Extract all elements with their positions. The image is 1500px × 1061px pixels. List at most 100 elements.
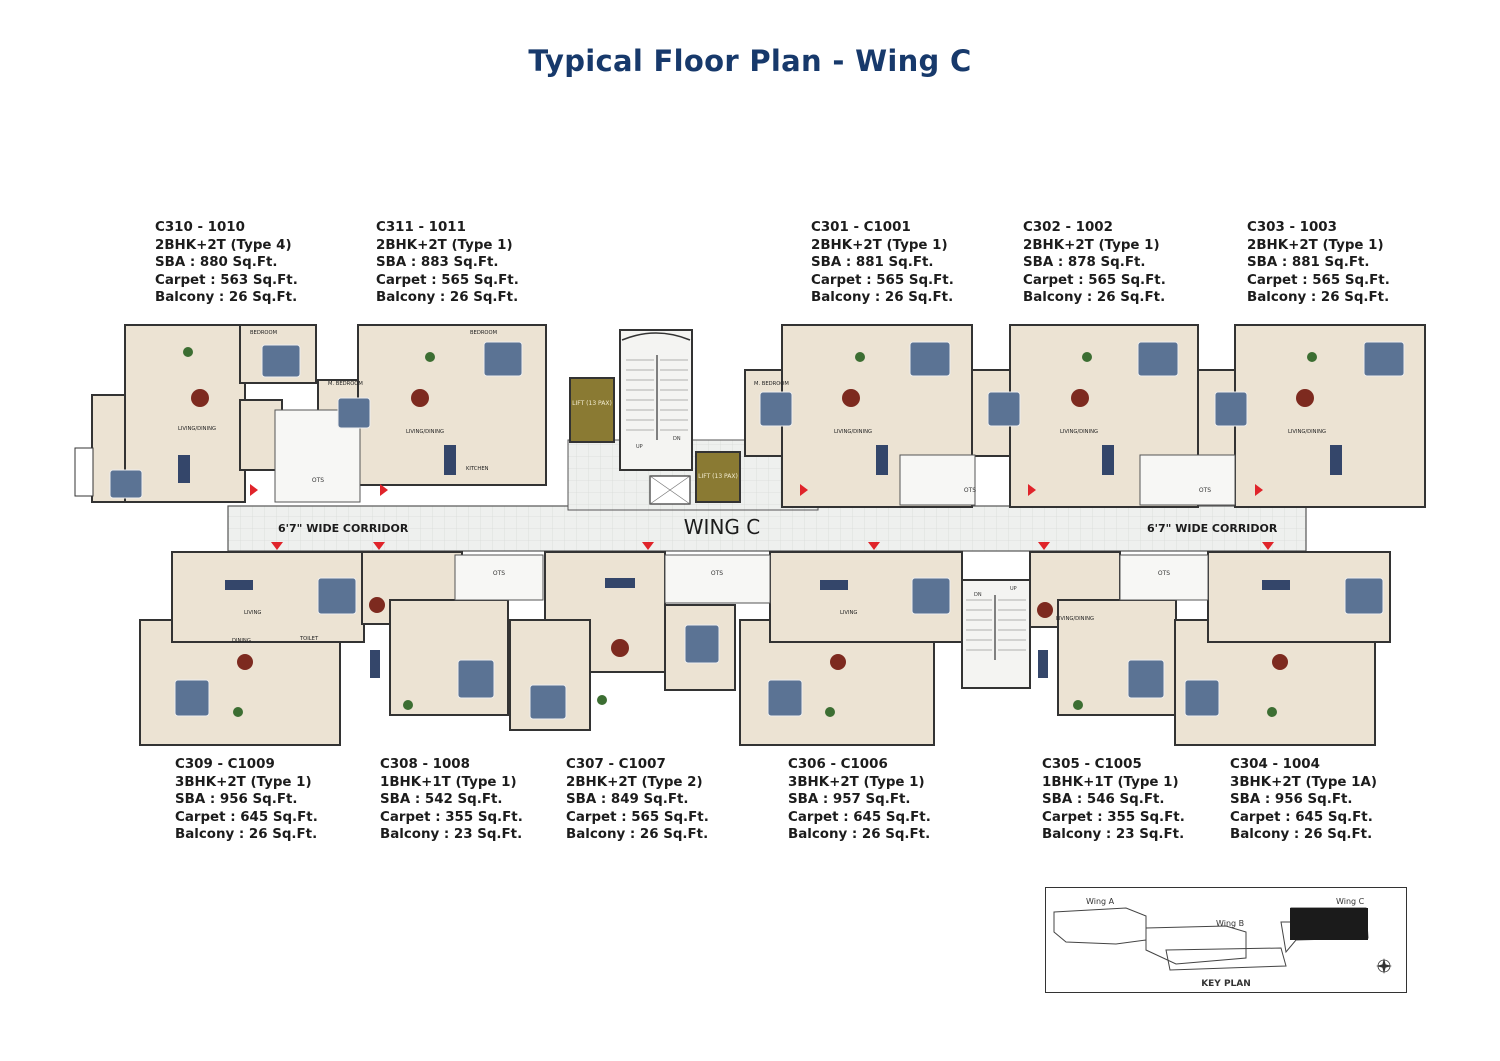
- unit-type: 3BHK+2T (Type 1): [788, 774, 925, 790]
- ots-label: OTS: [711, 570, 723, 577]
- unit-id: C311 - 1011: [376, 220, 466, 235]
- unit-sba: SBA : 878 Sq.Ft.: [1023, 255, 1146, 271]
- room-label: LIVING/DINING: [1060, 429, 1098, 435]
- unit-label-c304: C304 - 1004 3BHK+2T (Type 1A) SBA : 956 …: [1230, 756, 1377, 844]
- unit-label-c308: C308 - 1008 1BHK+1T (Type 1) SBA : 542 S…: [380, 756, 523, 844]
- corridor-label-left: 6'7" WIDE CORRIDOR: [278, 522, 409, 535]
- unit-id: C306 - C1006: [788, 757, 888, 772]
- unit-sba: SBA : 849 Sq.Ft.: [566, 792, 689, 808]
- unit-id: C308 - 1008: [380, 757, 470, 772]
- room-label: KITCHEN: [466, 466, 489, 472]
- unit-label-c309: C309 - C1009 3BHK+2T (Type 1) SBA : 956 …: [175, 756, 318, 844]
- unit-id: C304 - 1004: [1230, 757, 1320, 772]
- lift-2-label: LIFT (13 PAX): [698, 473, 738, 480]
- unit-sba: SBA : 546 Sq.Ft.: [1042, 792, 1165, 808]
- room-label: LIVING/DINING: [178, 426, 216, 432]
- room-label: LIVING: [840, 610, 857, 616]
- room-label: LIVING/DINING: [406, 429, 444, 435]
- unit-id: C310 - 1010: [155, 220, 245, 235]
- corridor-label-right: 6'7" WIDE CORRIDOR: [1147, 522, 1278, 535]
- ots-label: OTS: [493, 570, 505, 577]
- unit-label-c307: C307 - C1007 2BHK+2T (Type 2) SBA : 849 …: [566, 756, 709, 844]
- page-title: Typical Floor Plan - Wing C: [528, 44, 972, 78]
- unit-carpet: Carpet : 355 Sq.Ft.: [1042, 809, 1185, 825]
- corridor: [227, 505, 1307, 552]
- unit-id: C303 - 1003: [1247, 220, 1337, 235]
- unit-id: C309 - C1009: [175, 757, 275, 772]
- stair-dn-label: DN: [673, 436, 681, 442]
- unit-type: 1BHK+1T (Type 1): [380, 774, 517, 790]
- unit-label-c301: C301 - C1001 2BHK+2T (Type 1) SBA : 881 …: [811, 219, 954, 307]
- unit-carpet: Carpet : 565 Sq.Ft.: [1247, 272, 1390, 288]
- unit-type: 3BHK+2T (Type 1A): [1230, 774, 1377, 790]
- beds: [109, 341, 1405, 720]
- lift-1-label: LIFT (13 PAX): [572, 400, 612, 407]
- unit-type: 2BHK+2T (Type 1): [376, 237, 513, 253]
- unit-id: C305 - C1005: [1042, 757, 1142, 772]
- unit-type: 2BHK+2T (Type 1): [1023, 237, 1160, 253]
- unit-sba: SBA : 883 Sq.Ft.: [376, 255, 499, 271]
- unit-carpet: Carpet : 645 Sq.Ft.: [1230, 809, 1373, 825]
- key-plan-title: KEY PLAN: [1201, 979, 1251, 989]
- balcony-plants: [183, 347, 1317, 717]
- ots-shafts-top: [274, 409, 1236, 506]
- unit-carpet: Carpet : 645 Sq.Ft.: [175, 809, 318, 825]
- unit-carpet: Carpet : 565 Sq.Ft.: [811, 272, 954, 288]
- room-label: M. BEDROOM: [754, 381, 789, 387]
- entry-markers: [250, 484, 1274, 550]
- unit-sba: SBA : 881 Sq.Ft.: [1247, 255, 1370, 271]
- stair-dn-label: DN: [974, 592, 982, 598]
- key-plan-drawing: Wing A Wing B Wing C KEY PLAN: [1053, 897, 1392, 989]
- sofas: [178, 445, 1342, 678]
- unit-type: 3BHK+2T (Type 1): [175, 774, 312, 790]
- key-wing-a: Wing A: [1086, 897, 1115, 906]
- unit-carpet: Carpet : 563 Sq.Ft.: [155, 272, 298, 288]
- unit-type: 2BHK+2T (Type 2): [566, 774, 703, 790]
- unit-sba: SBA : 956 Sq.Ft.: [1230, 792, 1353, 808]
- unit-type: 2BHK+2T (Type 1): [811, 237, 948, 253]
- unit-carpet: Carpet : 565 Sq.Ft.: [566, 809, 709, 825]
- north-compass-icon: [1376, 958, 1392, 974]
- ots-label: OTS: [312, 477, 324, 484]
- unit-balcony: Balcony : 26 Sq.Ft.: [155, 290, 298, 306]
- unit-label-c305: C305 - C1005 1BHK+1T (Type 1) SBA : 546 …: [1042, 756, 1185, 844]
- room-label: DINING: [232, 638, 251, 644]
- key-wing-b: Wing B: [1216, 919, 1244, 928]
- key-plan: Wing A Wing B Wing C KEY PLAN: [1045, 887, 1407, 993]
- unit-label-c302: C302 - 1002 2BHK+2T (Type 1) SBA : 878 S…: [1023, 219, 1166, 307]
- unit-sba: SBA : 957 Sq.Ft.: [788, 792, 911, 808]
- unit-type: 1BHK+1T (Type 1): [1042, 774, 1179, 790]
- unit-id: C301 - C1001: [811, 220, 911, 235]
- stair-up-label: UP: [1010, 586, 1017, 592]
- room-label: BEDROOM: [250, 330, 277, 336]
- unit-label-c306: C306 - C1006 3BHK+2T (Type 1) SBA : 957 …: [788, 756, 931, 844]
- unit-type: 2BHK+2T (Type 4): [155, 237, 292, 253]
- unit-balcony: Balcony : 26 Sq.Ft.: [376, 290, 519, 306]
- unit-balcony: Balcony : 26 Sq.Ft.: [566, 827, 709, 843]
- unit-carpet: Carpet : 645 Sq.Ft.: [788, 809, 931, 825]
- key-wing-c: Wing C: [1336, 897, 1365, 906]
- unit-sba: SBA : 881 Sq.Ft.: [811, 255, 934, 271]
- room-label: LIVING: [244, 610, 261, 616]
- ots-label: OTS: [1199, 487, 1211, 494]
- unit-carpet: Carpet : 355 Sq.Ft.: [380, 809, 523, 825]
- unit-balcony: Balcony : 23 Sq.Ft.: [380, 827, 523, 843]
- unit-balcony: Balcony : 26 Sq.Ft.: [811, 290, 954, 306]
- ots-shafts-bottom: [454, 554, 1209, 604]
- room-label: LIVING/DINING: [1056, 616, 1094, 622]
- unit-balcony: Balcony : 26 Sq.Ft.: [175, 827, 318, 843]
- unit-carpet: Carpet : 565 Sq.Ft.: [1023, 272, 1166, 288]
- dining-tables: [191, 389, 1314, 670]
- room-label: BEDROOM: [470, 330, 497, 336]
- unit-carpet: Carpet : 565 Sq.Ft.: [376, 272, 519, 288]
- unit-balcony: Balcony : 23 Sq.Ft.: [1042, 827, 1185, 843]
- room-label: TOILET: [299, 636, 319, 642]
- unit-balcony: Balcony : 26 Sq.Ft.: [788, 827, 931, 843]
- unit-id: C307 - C1007: [566, 757, 666, 772]
- unit-balcony: Balcony : 26 Sq.Ft.: [1230, 827, 1373, 843]
- unit-label-c311: C311 - 1011 2BHK+2T (Type 1) SBA : 883 S…: [376, 219, 519, 307]
- unit-balcony: Balcony : 26 Sq.Ft.: [1247, 290, 1390, 306]
- room-label: LIVING/DINING: [1288, 429, 1326, 435]
- room-label: LIVING/DINING: [834, 429, 872, 435]
